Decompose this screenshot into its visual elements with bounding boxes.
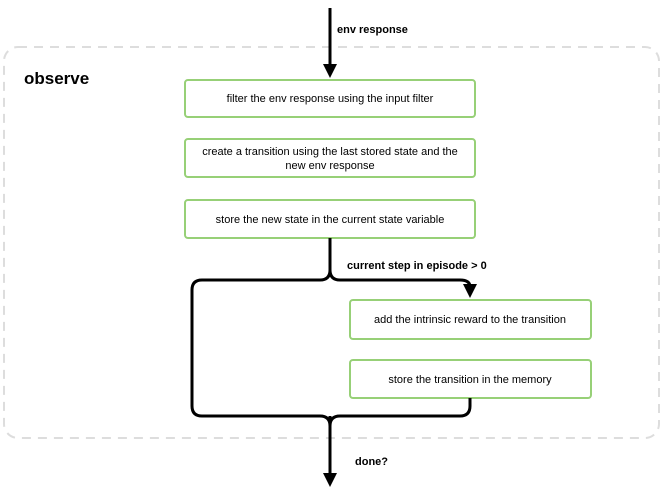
create-transition-label-line2: new env response [285, 160, 374, 172]
create-transition-step-box [184, 138, 476, 178]
add-reward-label: add the intrinsic reward to the transiti… [374, 314, 566, 326]
create-transition-label-line1: create a transition using the last store… [202, 146, 458, 158]
store-transition-label: store the transition in the memory [388, 374, 552, 386]
container-title: observe [24, 69, 89, 88]
store-state-label: store the new state in the current state… [216, 214, 445, 226]
input-arrow-head [323, 64, 337, 78]
condition-edge-label: current step in episode > 0 [347, 260, 487, 272]
condition-arrow-head [463, 284, 477, 298]
filter-step-label: filter the env response using the input … [227, 93, 434, 105]
output-arrow-head [323, 473, 337, 487]
bypass-left-line [190, 269, 332, 427]
add-reward-step-box [349, 299, 592, 340]
filter-step-box [184, 79, 476, 118]
input-edge-label: env response [337, 24, 408, 36]
output-edge-label: done? [355, 456, 388, 468]
